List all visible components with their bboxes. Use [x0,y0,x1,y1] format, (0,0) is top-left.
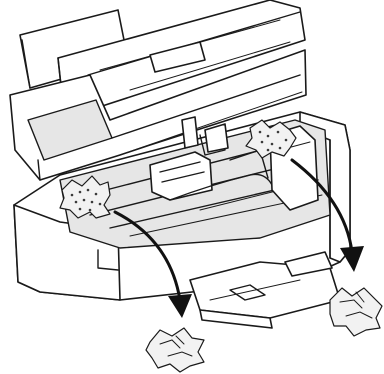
removed-paper-left-icon [146,328,204,372]
removed-paper-right-icon [330,288,382,336]
